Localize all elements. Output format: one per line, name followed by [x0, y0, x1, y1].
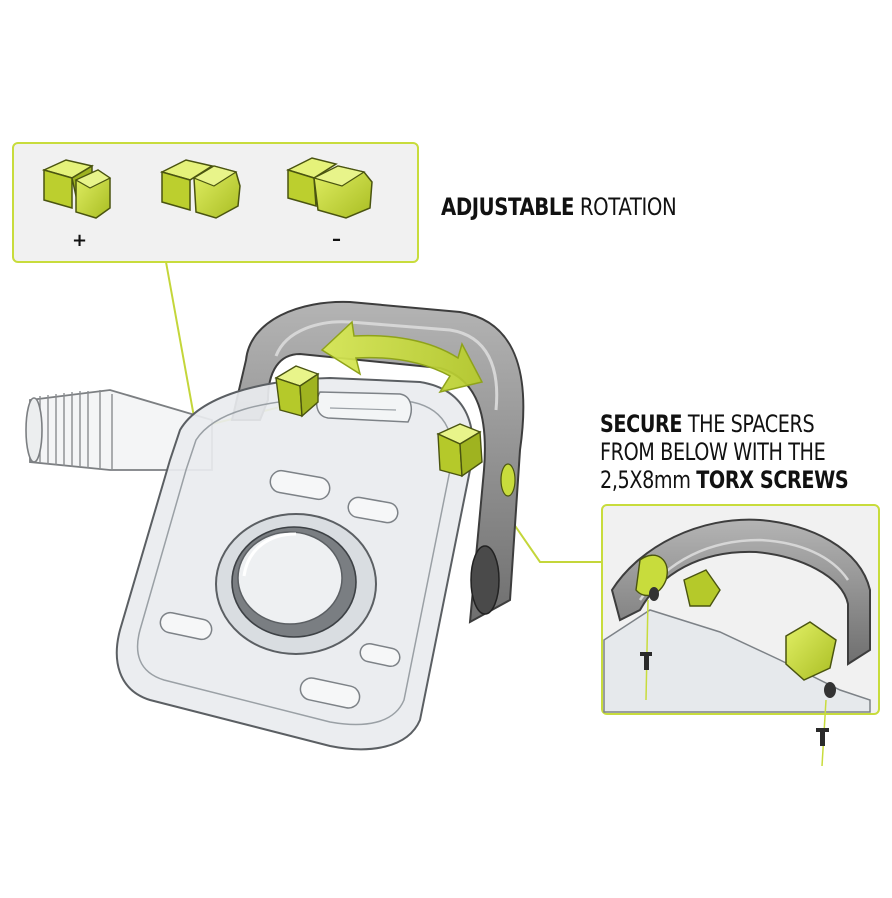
torx-screw-right-icon [816, 699, 829, 767]
secure-heading-line3: 2,5X8mm TORX SCREWS [600, 466, 849, 494]
secure-detail-panel [601, 504, 880, 767]
rotation-heading-rest: ROTATION [574, 193, 677, 221]
pedal-axle [25, 389, 213, 471]
spacer-option-minus-icon [285, 157, 373, 219]
secure-heading-line1: SECURE THE SPACERS [600, 410, 848, 438]
pedal-illustration [25, 300, 525, 751]
adjustable-rotation-heading: ADJUSTABLE ROTATION [441, 193, 677, 221]
spacer-option-plus-icon [41, 159, 112, 219]
rotation-plus-symbol: + [72, 230, 88, 251]
rotation-arrow-icon [320, 320, 484, 394]
secure-spacers-heading: SECURE THE SPACERS FROM BELOW WITH THE 2… [600, 410, 849, 494]
torx-screw-left-icon [640, 599, 652, 701]
spacer-option-neutral-icon [159, 159, 241, 219]
secure-heading-line3-rest: 2,5X8mm [600, 466, 697, 494]
secure-heading-line1-rest: THE SPACERS [682, 410, 815, 438]
secure-heading-bold: SECURE [600, 410, 683, 438]
pedal-frame [230, 300, 525, 624]
detail-frame [603, 518, 871, 713]
rotation-options-panel [12, 142, 419, 263]
pedal-clear-body [115, 376, 474, 751]
secure-heading-torx-bold: TORX SCREWS [696, 466, 849, 494]
secure-heading-line2: FROM BELOW WITH THE [600, 438, 826, 466]
frame-screw-highlight-icon [500, 463, 516, 497]
spacer-left-icon [274, 365, 320, 418]
rotation-minus-symbol: – [332, 229, 341, 250]
spacer-right-icon [436, 423, 483, 478]
rotation-heading-bold: ADJUSTABLE [441, 193, 575, 221]
